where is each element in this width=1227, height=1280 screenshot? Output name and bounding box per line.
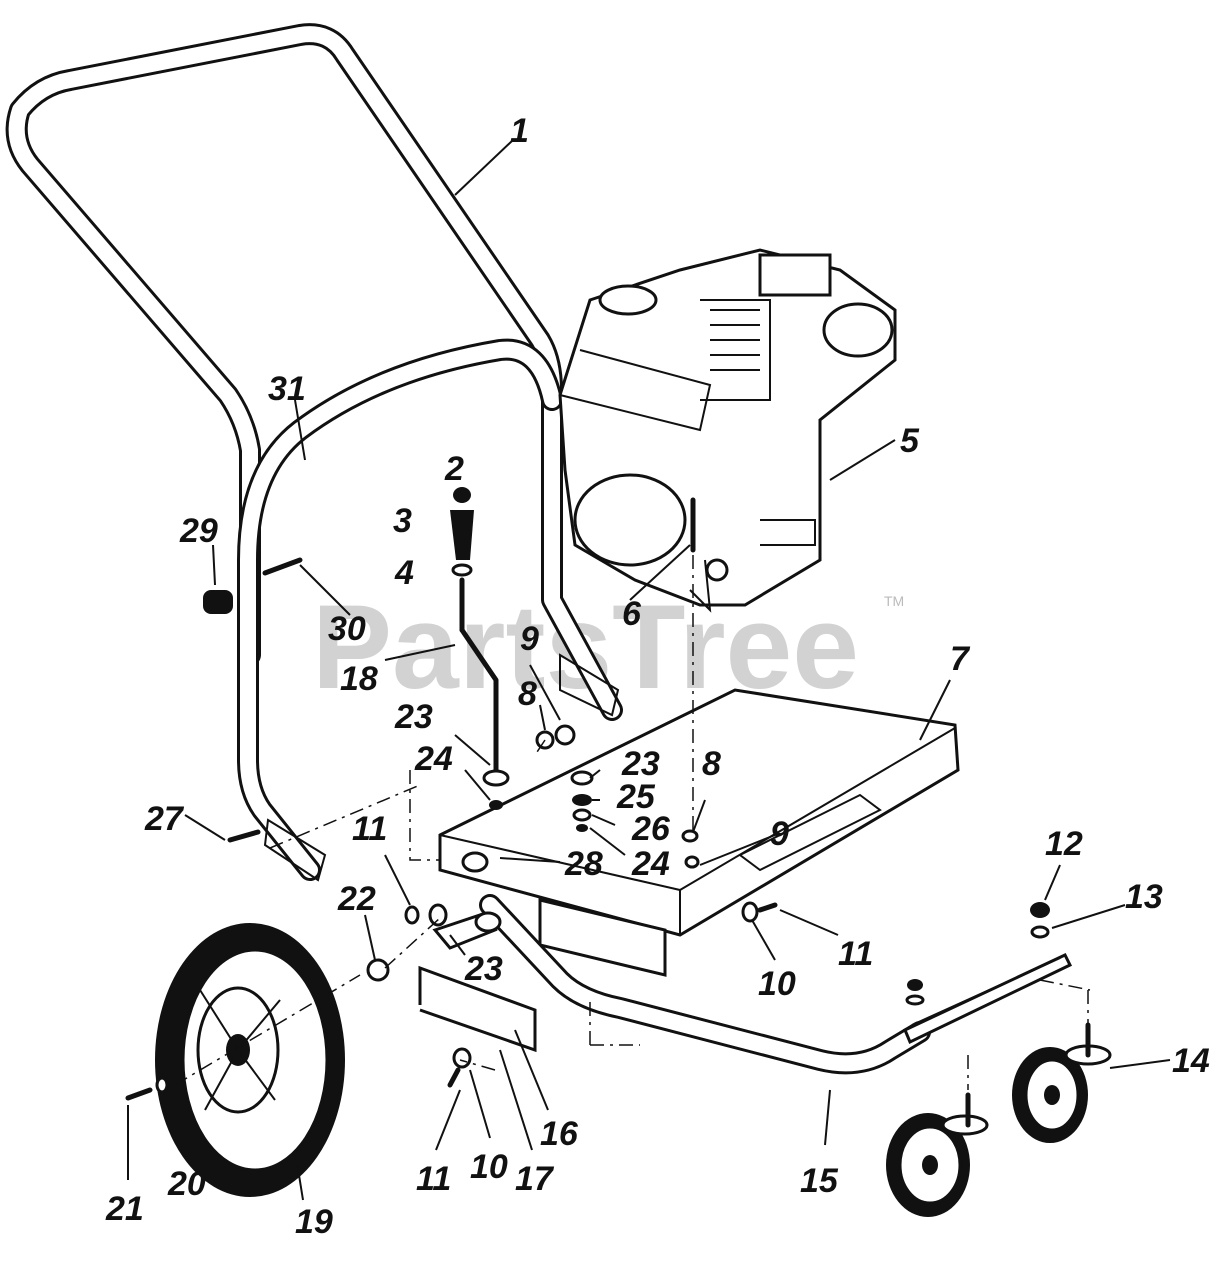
part-label: 8 bbox=[518, 675, 537, 713]
part-label: 11 bbox=[352, 810, 387, 848]
part-label: 25 bbox=[616, 778, 656, 816]
part-label: 23 bbox=[394, 698, 433, 736]
part-label: 10 bbox=[470, 1148, 508, 1186]
part-label: 20 bbox=[167, 1165, 206, 1203]
part-label: 23 bbox=[621, 745, 660, 783]
deck bbox=[438, 688, 960, 977]
part-label: 27 bbox=[144, 800, 185, 838]
part-label: 9 bbox=[520, 620, 539, 658]
watermark-trademark: TM bbox=[884, 593, 904, 609]
part-label: 11 bbox=[838, 935, 873, 973]
part-label: 1 bbox=[510, 112, 529, 150]
axle-stub bbox=[432, 851, 502, 950]
part-label: 21 bbox=[105, 1190, 144, 1228]
part-label: 18 bbox=[340, 660, 378, 698]
wheel bbox=[155, 923, 345, 1197]
part-label: 29 bbox=[179, 512, 218, 550]
part-label: 23 bbox=[464, 950, 503, 988]
part-label: 26 bbox=[631, 810, 671, 848]
part-label: 5 bbox=[900, 422, 920, 460]
throttle-lever bbox=[450, 487, 510, 810]
part-label: 7 bbox=[950, 640, 971, 678]
engine bbox=[558, 248, 897, 613]
part-label: 2 bbox=[444, 450, 464, 488]
part-label: 12 bbox=[1045, 825, 1083, 863]
caster-front bbox=[886, 1092, 989, 1217]
front-frame bbox=[479, 894, 1073, 1075]
part-label: 17 bbox=[515, 1160, 555, 1198]
part-label: 15 bbox=[800, 1162, 839, 1200]
part-label: 10 bbox=[758, 965, 796, 1003]
part-label: 3 bbox=[393, 502, 412, 540]
leader-lines bbox=[127, 139, 1171, 1201]
part-label: 31 bbox=[268, 370, 306, 408]
part-label: 11 bbox=[416, 1160, 451, 1198]
part-label: 9 bbox=[770, 815, 789, 853]
centerlines bbox=[174, 555, 1091, 1090]
part-label: 24 bbox=[414, 740, 453, 778]
part-label: 13 bbox=[1125, 878, 1163, 916]
part-label: 19 bbox=[295, 1203, 333, 1241]
part-label: 8 bbox=[702, 745, 721, 783]
part-label: 22 bbox=[337, 880, 376, 918]
part-label: 6 bbox=[622, 595, 642, 633]
cover-plate bbox=[418, 965, 537, 1053]
caster-rear bbox=[1012, 1022, 1112, 1143]
part-label: 14 bbox=[1172, 1042, 1210, 1080]
part-label: 4 bbox=[394, 554, 414, 592]
handle-frame bbox=[5, 23, 623, 721]
part-label: 24 bbox=[631, 845, 670, 883]
part-label: 30 bbox=[328, 610, 366, 648]
part-label: 28 bbox=[564, 845, 603, 883]
part-labels: 1 2 3 4 5 6 7 8 8 9 9 10 10 11 11 11 12 … bbox=[105, 112, 1210, 1241]
part-label: 16 bbox=[540, 1115, 579, 1153]
